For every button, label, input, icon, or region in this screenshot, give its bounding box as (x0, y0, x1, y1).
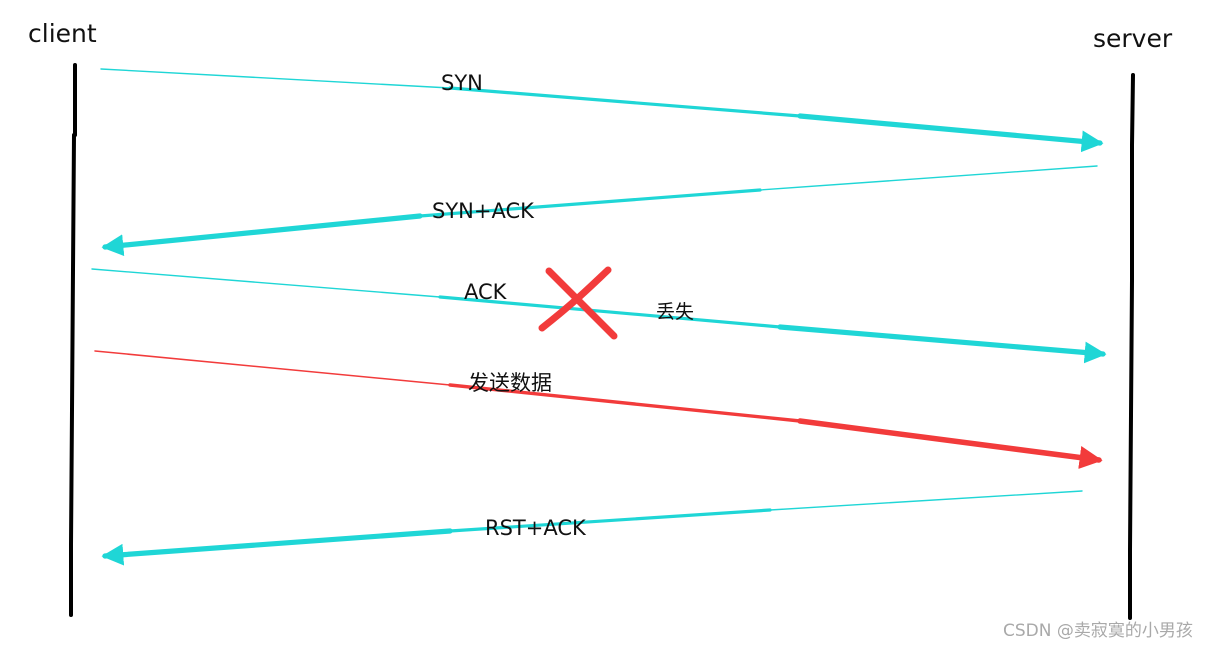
message-syn-arrow (100, 68, 1104, 153)
message-send-data-arrow (94, 350, 1103, 469)
message-rst-ack-label: RST+ACK (485, 516, 587, 540)
message-syn-label: SYN (441, 71, 483, 95)
client-label: client (28, 19, 97, 48)
cross-mark-icon (538, 266, 618, 340)
client-lifeline (69, 63, 77, 617)
watermark: CSDN @卖寂寞的小男孩 (1003, 621, 1193, 641)
message-ack-arrow (91, 268, 1107, 364)
message-send-data-label: 发送数据 (468, 371, 552, 395)
server-lifeline (1128, 73, 1135, 620)
message-syn-ack-arrow (101, 165, 1098, 257)
server-label: server (1093, 24, 1173, 53)
message-rst-ack-arrow (101, 490, 1083, 566)
message-syn-ack-label: SYN+ACK (432, 199, 535, 223)
message-ack-label: ACK (464, 280, 508, 304)
lost-label: 丢失 (656, 301, 694, 323)
